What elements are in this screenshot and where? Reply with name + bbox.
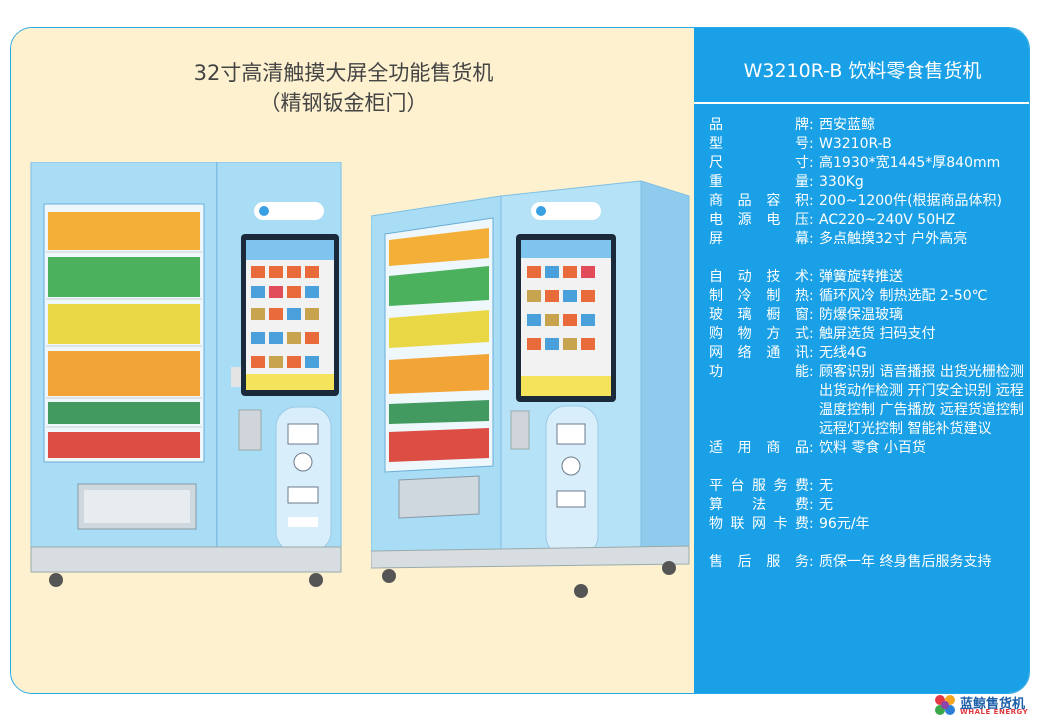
drink-shelves-angled [389,228,489,462]
spec-label: 功能 [709,364,809,380]
spec-row-size: 尺寸:高1930*宽1445*厚840mm [709,154,1029,173]
spec-row-tech: 自动技术:弹簧旋转推送 [709,268,1029,287]
spec-value: 饮料 零食 小百货 [819,440,926,456]
brand-logo: 蓝鲸售货机 WHALE ENERGY [930,690,1035,720]
spec-row-network: 网络通讯:无线4G [709,344,1029,363]
spec-row-screen: 屏幕:多点触摸32寸 户外高亮 [709,230,1029,249]
spec-value: 无线4G [819,345,867,361]
brand-sub: WHALE ENERGY [960,708,1029,716]
spec-label: 玻璃橱窗 [709,307,809,323]
spec-label: 自动技术 [709,269,809,285]
spec-label: 物联网卡费 [709,516,809,532]
spec-row-glass: 玻璃橱窗:防爆保温玻璃 [709,306,1029,325]
spec-row-weight: 重量:330Kg [709,173,1029,192]
spec-label: 重量 [709,174,809,190]
spec-row-platform-fee: 平台服务费:无 [709,477,1029,496]
spec-row-capacity: 商品容积:200~1200件(根据商品体积) [709,192,1029,211]
spec-label: 购物方式 [709,326,809,342]
spec-panel: W3210R-B 饮料零食售货机 品牌:西安蓝鲸 型号:W3210R-B 尺寸:… [694,28,1029,693]
headline-line-2: （精钢钣金柜门） [259,91,428,115]
spec-row-brand: 品牌:西安蓝鲸 [709,116,1029,135]
spec-label: 平台服务费 [709,478,809,494]
spec-value: 无 [819,497,833,513]
spec-label: 算法费 [709,497,809,513]
headline-line-1: 32寸高清触摸大屏全功能售货机 [193,61,494,85]
spec-value: 200~1200件(根据商品体积) [819,193,1003,209]
spec-value: 无 [819,478,833,494]
brand-name: 蓝鲸售货机 [960,697,1026,712]
spec-row-after-sales: 售后服务:质保一年 终身售后服务支持 [709,553,1029,572]
spec-row-functions: 功能:顾客识别 语音播报 出货光栅检测 出货动作检测 开门安全识别 远程温度控制… [709,363,1029,439]
spec-value: W3210R-B [819,136,892,152]
spec-value: 顾客识别 语音播报 出货光栅检测 出货动作检测 开门安全识别 远程温度控制 广告… [819,364,1024,437]
spec-label: 适用商品 [709,440,809,456]
drink-shelves [46,212,202,458]
spec-label: 网络通讯 [709,345,809,361]
spec-value: 触屏选货 扫码支付 [819,326,936,342]
whale-logo-icon [935,695,955,715]
vending-machine-front-image [30,162,342,587]
spec-label: 品牌 [709,117,809,133]
spec-value: 质保一年 终身售后服务支持 [819,554,992,570]
spec-value: AC220~240V 50HZ [819,212,956,228]
spec-row-algorithm-fee: 算法费:无 [709,496,1029,515]
spec-label: 电源电压 [709,212,809,228]
spec-value: 96元/年 [819,516,870,532]
spec-row-iot-fee: 物联网卡费:96元/年 [709,515,1029,534]
spec-row-cooling: 制冷制热:循环风冷 制热选配 2-50℃ [709,287,1029,306]
spec-list: 品牌:西安蓝鲸 型号:W3210R-B 尺寸:高1930*宽1445*厚840m… [709,116,1029,572]
spec-label: 制冷制热 [709,288,809,304]
spec-value: 西安蓝鲸 [819,117,875,133]
spec-label: 尺寸 [709,155,809,171]
spec-row-goods: 适用商品:饮料 零食 小百货 [709,439,1029,458]
spec-row-model: 型号:W3210R-B [709,135,1029,154]
spec-label: 型号 [709,136,809,152]
spec-label: 售后服务 [709,554,809,570]
spec-value: 防爆保温玻璃 [819,307,903,323]
product-card: 32寸高清触摸大屏全功能售货机 （精钢钣金柜门） [10,27,1030,694]
spec-value: 高1930*宽1445*厚840mm [819,155,1001,171]
product-image-panel: 32寸高清触摸大屏全功能售货机 （精钢钣金柜门） [11,28,694,693]
spec-value: 循环风冷 制热选配 2-50℃ [819,288,988,304]
product-model-title: W3210R-B 饮料零食售货机 [743,60,982,82]
spec-value: 弹簧旋转推送 [819,269,903,285]
spec-row-voltage: 电源电压:AC220~240V 50HZ [709,211,1029,230]
spec-label: 屏幕 [709,231,809,247]
vending-machine-angled-image [371,180,690,598]
spec-value: 多点触摸32寸 户外高亮 [819,231,968,247]
spec-row-shopping: 购物方式:触屏选货 扫码支付 [709,325,1029,344]
title-divider [694,102,1029,104]
spec-label: 商品容积 [709,193,809,209]
product-headline: 32寸高清触摸大屏全功能售货机 （精钢钣金柜门） [161,58,526,118]
spec-value: 330Kg [819,174,864,190]
